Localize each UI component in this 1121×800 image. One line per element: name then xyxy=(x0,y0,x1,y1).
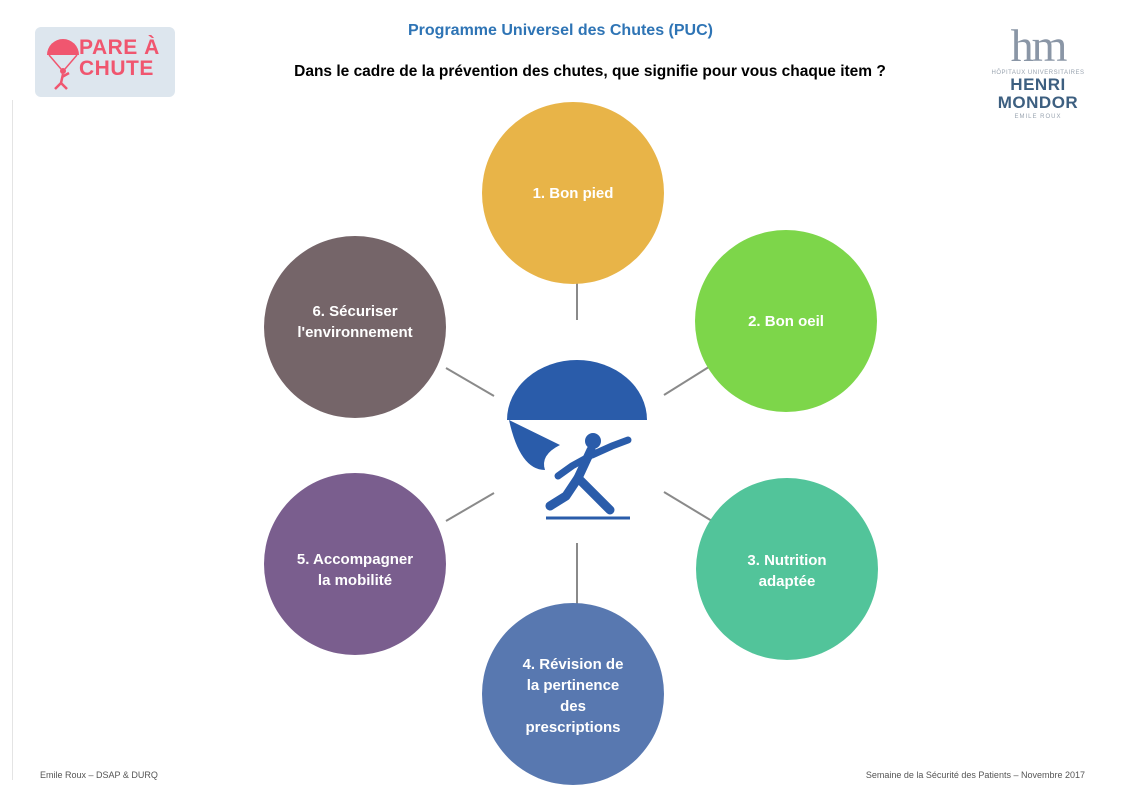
henri-mondor-logo: hm HÔPITAUX UNIVERSITAIRES HENRI MONDOR … xyxy=(982,20,1094,124)
logo-line-2: CHUTE xyxy=(79,57,154,80)
item-circle-3 xyxy=(696,478,878,660)
page-title: Programme Universel des Chutes (PUC) xyxy=(408,22,713,39)
pare-a-chute-logo: PARE À CHUTE xyxy=(35,27,175,97)
hm-name: HENRI MONDOR xyxy=(997,75,1079,112)
connector-line-6 xyxy=(445,367,495,397)
item-label-4: 4. Révision de la pertinence des prescri… xyxy=(522,656,624,736)
item-circle-4 xyxy=(482,603,664,785)
item-circle-2 xyxy=(695,230,877,412)
item-label-6: 6. Sécuriser l'environnement xyxy=(297,303,413,341)
item-label-5: 5. Accompagner la mobilité xyxy=(296,551,414,589)
connector-line-2 xyxy=(663,364,713,396)
connector-line-5 xyxy=(445,492,495,522)
hm-small-text: HÔPITAUX UNIVERSITAIRES xyxy=(991,70,1085,76)
connector-line-3 xyxy=(663,491,713,522)
logo-line-1: PARE À xyxy=(79,36,160,59)
hm-sub: EMILE ROUX xyxy=(1014,114,1062,120)
hm-monogram: hm xyxy=(1010,20,1068,71)
parachutist-icon xyxy=(507,360,647,520)
page-question: Dans le cadre de la prévention des chute… xyxy=(294,63,886,80)
item-label-2: 2. Bon oeil xyxy=(748,313,824,330)
item-label-3: 3. Nutrition adaptée xyxy=(747,552,827,590)
page-border-line xyxy=(12,100,13,780)
footer-left: Emile Roux – DSAP & DURQ xyxy=(40,770,158,780)
parachutist-icon xyxy=(47,39,79,90)
item-circle-1 xyxy=(482,102,664,284)
item-circle-6 xyxy=(264,236,446,418)
item-label-1: 1. Bon pied xyxy=(532,185,614,202)
footer-right: Semaine de la Sécurité des Patients – No… xyxy=(865,770,1085,780)
item-circle-5 xyxy=(264,473,446,655)
